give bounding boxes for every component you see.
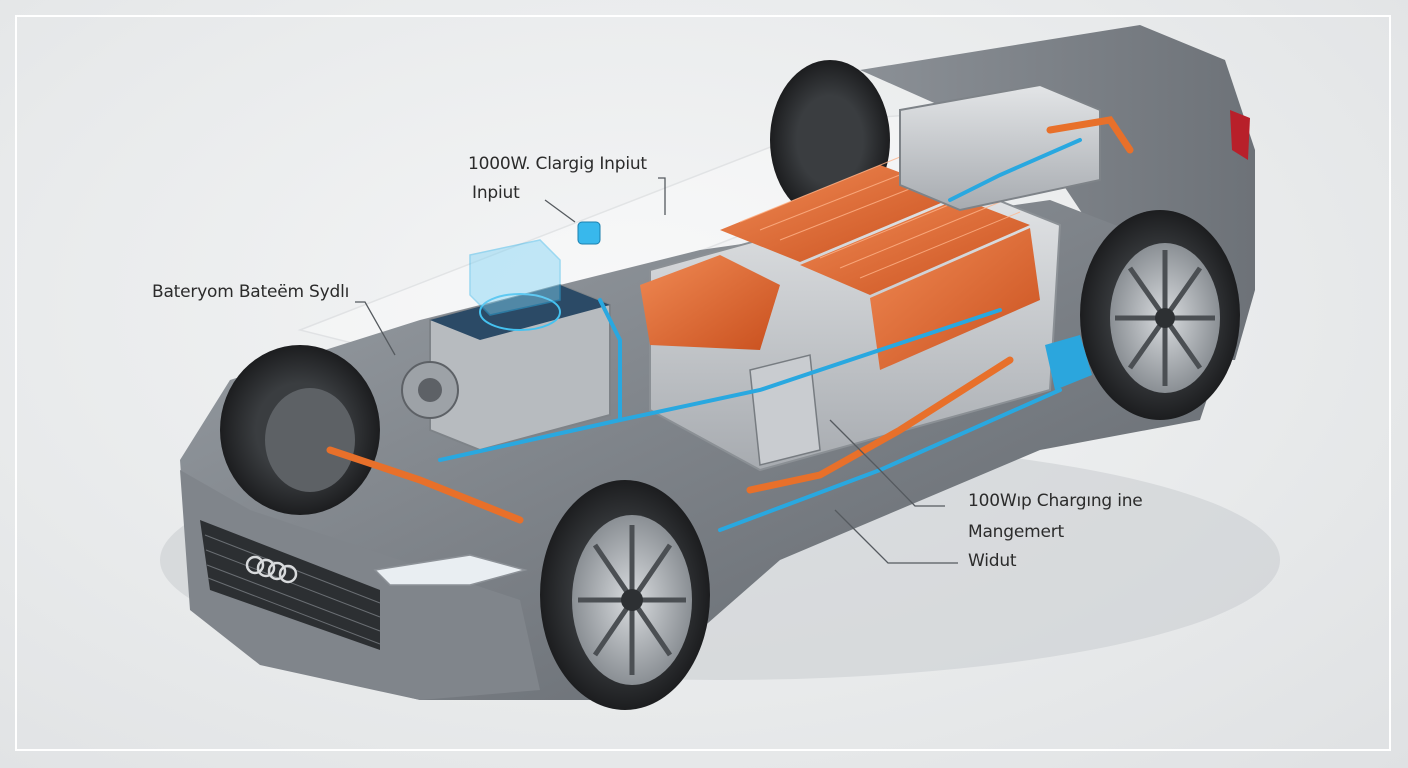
tail-light	[1230, 110, 1250, 160]
rear-mount-bracket	[1045, 335, 1092, 390]
callout-charging-input-line1: 1000W. Clargig Inpiut	[468, 154, 647, 174]
front-logo	[245, 555, 298, 584]
inverter-glow-ring	[479, 293, 561, 331]
headlight	[373, 554, 528, 586]
high-voltage-cables	[326, 116, 1134, 524]
charging-port-icon	[577, 221, 601, 245]
callout-charging-mgmt-line2: Mangemert	[968, 522, 1064, 542]
grille-slats	[204, 534, 381, 645]
callout-charging-input-line2: Inpiut	[472, 183, 520, 203]
front-wheel	[540, 480, 710, 710]
inverter-top-panel	[430, 285, 610, 340]
junction-box	[749, 354, 821, 466]
callout-battery-system: Bateryom Bateëm Sydlı	[152, 282, 350, 302]
leader-lines	[355, 177, 958, 564]
callout-charging-mgmt-line3: Widut	[968, 551, 1017, 571]
rear-motor-unit	[899, 83, 1101, 212]
battery-cell-modules	[640, 156, 1040, 370]
rear-wheel	[1080, 210, 1240, 420]
callout-charging-mgmt-line1: 100Wıp Chargıng ine	[968, 491, 1143, 511]
front-grille	[200, 520, 380, 650]
hologram-module	[469, 239, 561, 316]
front-left-wheel	[220, 345, 380, 515]
